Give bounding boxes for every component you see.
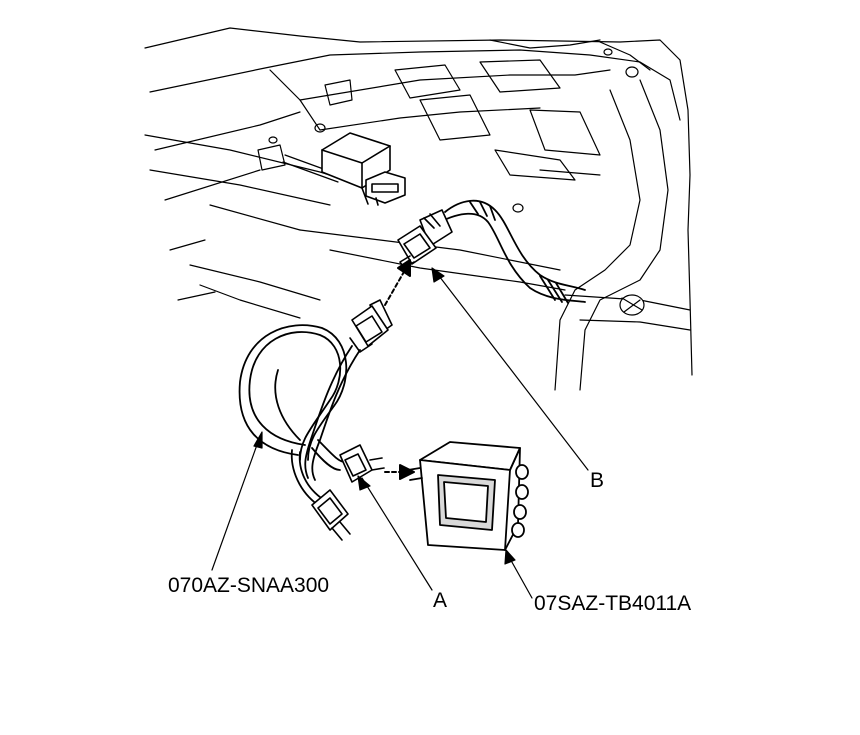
- test-harness-cable: [238, 324, 361, 506]
- leader-b: [435, 271, 589, 471]
- leader-a: [361, 477, 433, 591]
- leader-lines: [211, 267, 589, 599]
- connector-b: [397, 209, 453, 269]
- test-harness-plug: [349, 299, 393, 353]
- label-connector-a: A: [433, 589, 448, 612]
- label-tester-part-number: 07SAZ-TB4011A: [534, 592, 692, 615]
- vehicle-harness: [439, 199, 586, 304]
- tester-box: [407, 441, 529, 551]
- leader-cable: [211, 441, 259, 571]
- connection-arrow-a: [384, 464, 415, 480]
- label-connector-b: B: [590, 469, 605, 492]
- leader-tester: [507, 554, 533, 599]
- connector-a: [339, 444, 385, 483]
- connection-arrow-b: [384, 259, 411, 306]
- sensor-unit: [321, 132, 406, 206]
- label-cable-part-number: 070AZ-SNAA300: [168, 574, 330, 597]
- harness-clip-right: [619, 294, 645, 316]
- test-harness-end-plug: [311, 489, 351, 541]
- vehicle-body-outline: [144, 27, 693, 391]
